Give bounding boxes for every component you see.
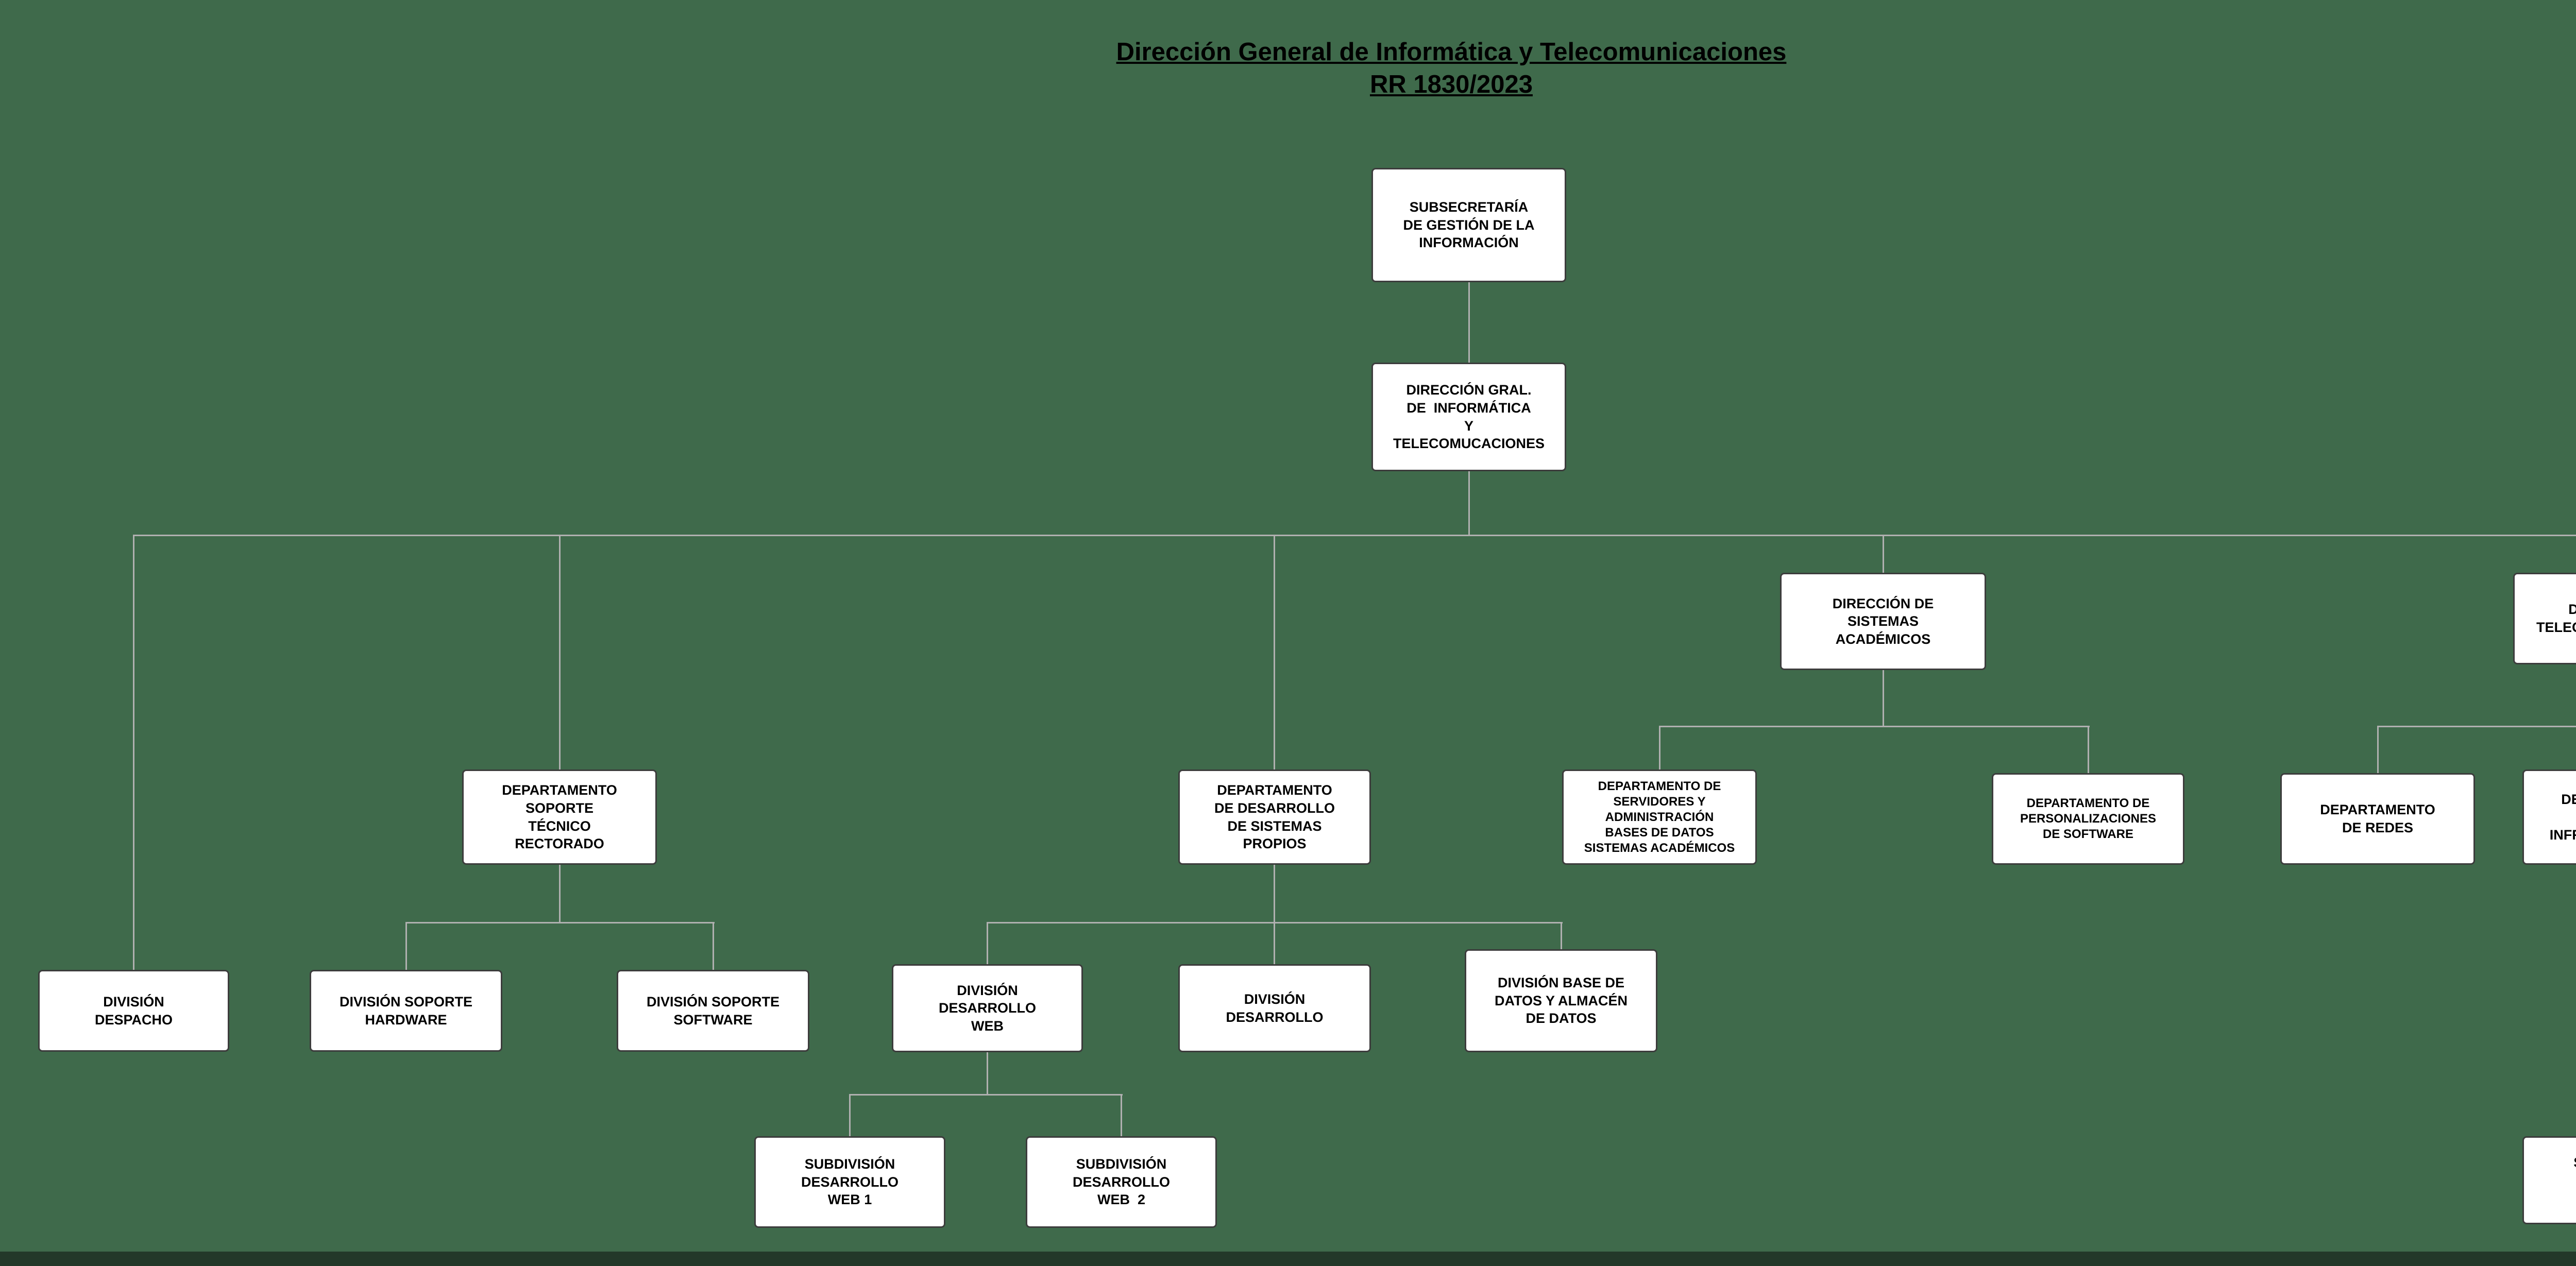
connector-line (849, 1094, 851, 1137)
org-node-label: DIRECCIÓN GRAL. DE INFORMÁTICA Y TELECOM… (1393, 382, 1545, 452)
org-node-dir-telecomunicaciones: DIRECCIÓN DE TELECOMUNICACIONES (2513, 573, 2576, 664)
org-node-label: DEPARTAMENTO DE DESARROLLO DE SISTEMAS P… (1214, 782, 1335, 852)
connector-line (133, 535, 134, 971)
bottom-bar (0, 1252, 2576, 1266)
connector-line (1883, 535, 1884, 574)
connector-line (133, 535, 2576, 536)
org-node-div-soporte-hardware: DIVISIÓN SOPORTE HARDWARE (310, 970, 502, 1052)
org-node-div-soporte-software: DIVISIÓN SOPORTE SOFTWARE (617, 970, 809, 1052)
org-node-label: DEPARTAMENTO SOPORTE TÉCNICO RECTORADO (502, 782, 617, 852)
org-node-label: SUBDIVISIÓN TÉCNICO EN REDES (2570, 1153, 2576, 1208)
org-node-dep-soporte-tecnico: DEPARTAMENTO SOPORTE TÉCNICO RECTORADO (462, 769, 657, 865)
connector-line (559, 535, 561, 771)
connector-line (1659, 726, 1660, 771)
org-node-label: DIVISIÓN DESPACHO (94, 994, 173, 1028)
connector-line (713, 922, 714, 971)
org-node-label: SUBDIVISIÓN DESARROLLO WEB 2 (1073, 1156, 1170, 1208)
org-node-subdiv-web2: SUBDIVISIÓN DESARROLLO WEB 2 (1026, 1136, 1217, 1228)
chart-title-line1: Dirección General de Informática y Telec… (0, 36, 2576, 69)
org-node-div-desarrollo: DIVISIÓN DESARROLLO (1178, 964, 1371, 1052)
connector-line (2088, 726, 2089, 774)
chart-title-line2: RR 1830/2023 (0, 69, 2576, 101)
chart-title: Dirección General de Informática y Telec… (0, 36, 2576, 100)
connector-line (850, 1094, 1123, 1096)
org-node-subsecretaria: SUBSECRETARÍA DE GESTIÓN DE LA INFORMACI… (1371, 168, 1566, 282)
org-node-label: SUBDIVISIÓN DESARROLLO WEB 1 (801, 1156, 899, 1208)
org-node-label: DIRECCIÓN DE SISTEMAS ACADÉMICOS (1832, 595, 1934, 647)
org-node-label: DIVISIÓN DESARROLLO WEB (939, 982, 1036, 1034)
connector-line (1561, 922, 1562, 951)
org-node-subdiv-tecnico-redes: SUBDIVISIÓN TÉCNICO EN REDES (2522, 1136, 2576, 1224)
org-node-label: DEPARTAMENTO DE INFRAESTRUCTURA (2549, 791, 2576, 843)
connector-line (2377, 726, 2379, 774)
org-node-label: DIVISIÓN SOPORTE HARDWARE (339, 994, 473, 1028)
org-node-label: DEPARTAMENTO DE REDES (2320, 802, 2435, 835)
connector-line (1883, 670, 1884, 727)
connector-line (1121, 1094, 1122, 1137)
org-node-div-desarrollo-web: DIVISIÓN DESARROLLO WEB (892, 964, 1083, 1052)
org-node-dep-personalizaciones: DEPARTAMENTO DE PERSONALIZACIONES DE SOF… (1992, 773, 2184, 865)
org-node-dep-redes: DEPARTAMENTO DE REDES (2280, 773, 2475, 865)
org-node-label: DEPARTAMENTO DE PERSONALIZACIONES DE SOF… (2020, 796, 2157, 841)
org-node-dep-desarrollo-sistemas: DEPARTAMENTO DE DESARROLLO DE SISTEMAS P… (1178, 769, 1371, 865)
connector-line (1468, 471, 1470, 536)
org-node-label: DIRECCIÓN DE TELECOMUNICACIONES (2536, 602, 2576, 635)
org-node-dir-sistemas-academicos: DIRECCIÓN DE SISTEMAS ACADÉMICOS (1780, 573, 1986, 670)
connector-line (987, 1052, 988, 1095)
org-node-label: SUBSECRETARÍA DE GESTIÓN DE LA INFORMACI… (1403, 199, 1535, 251)
org-node-dep-infraestructura: DEPARTAMENTO DE INFRAESTRUCTURA (2522, 769, 2576, 865)
connector-line (1274, 922, 1275, 965)
connector-line (1468, 282, 1470, 364)
org-node-direccion-gral: DIRECCIÓN GRAL. DE INFORMÁTICA Y TELECOM… (1371, 363, 1566, 471)
connector-line (2378, 726, 2576, 727)
connector-line (1274, 535, 1275, 771)
connector-line (405, 922, 407, 971)
org-node-div-base-datos: DIVISIÓN BASE DE DATOS Y ALMACÉN DE DATO… (1465, 949, 1657, 1052)
connector-line (1274, 865, 1275, 923)
org-node-label: DIVISIÓN DESARROLLO (1226, 991, 1324, 1025)
org-node-label: DEPARTAMENTO DE SERVIDORES Y ADMINISTRAC… (1584, 779, 1735, 855)
connector-line (559, 865, 561, 923)
org-node-label: DIVISIÓN SOPORTE SOFTWARE (646, 994, 780, 1028)
connector-line (1659, 726, 2090, 727)
chart-title-line2-text: RR 1830/2023 (1369, 70, 1533, 98)
org-node-dep-servidores: DEPARTAMENTO DE SERVIDORES Y ADMINISTRAC… (1562, 769, 1757, 865)
connector-line (987, 922, 988, 965)
connector-line (406, 922, 715, 923)
org-node-label: DIVISIÓN BASE DE DATOS Y ALMACÉN DE DATO… (1494, 975, 1628, 1027)
org-node-subdiv-web1: SUBDIVISIÓN DESARROLLO WEB 1 (754, 1136, 945, 1228)
chart-title-line1-text: Dirección General de Informática y Telec… (1116, 38, 1787, 66)
org-node-div-despacho: DIVISIÓN DESPACHO (38, 970, 229, 1052)
